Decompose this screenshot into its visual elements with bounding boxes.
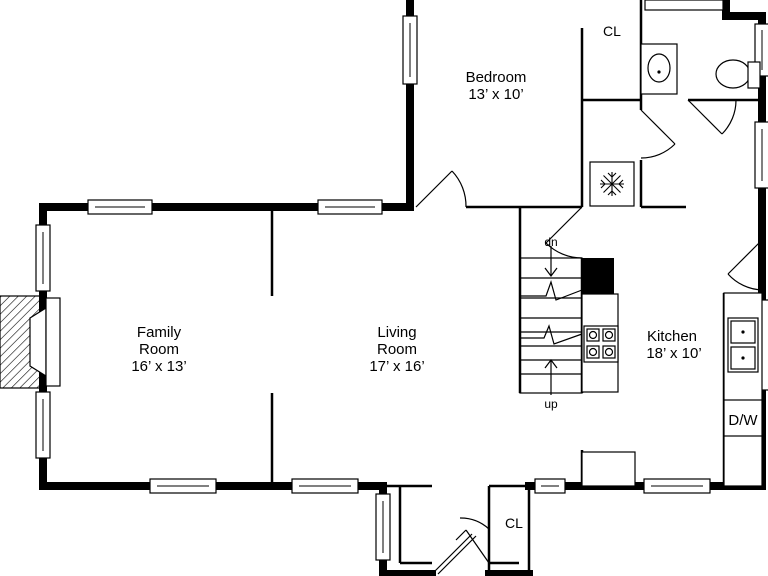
mechanical-unit (589, 161, 635, 207)
bath-fixtures (640, 0, 761, 95)
door-lower-closet (455, 529, 490, 564)
family-room-west-wall (39, 0, 414, 230)
stair-arrow-up-head (544, 359, 558, 369)
toilet-icon (715, 59, 761, 89)
window-living-south (291, 478, 359, 494)
bedroom-name: Bedroom (466, 69, 527, 86)
snowflake-icon (600, 172, 624, 196)
stair-down-label: dn (544, 235, 557, 249)
window-kitchen-south-small (534, 478, 566, 494)
bedroom-size: 13’ x 10’ (468, 86, 523, 103)
room-labels: Bedroom 13’ x 10’ Family Room 16’ x 13’ … (131, 23, 758, 531)
window-family-west-upper (35, 224, 51, 292)
window-living-north (317, 199, 383, 215)
door-bathroom (687, 99, 737, 135)
fireplace (0, 295, 61, 389)
window-bedroom-west (402, 15, 418, 85)
living-room-name-line1: Living (377, 324, 416, 341)
kitchen-name: Kitchen (647, 328, 697, 345)
living-room-name-line2: Room (377, 341, 417, 358)
window-family-south (149, 478, 217, 494)
door-bedroom (415, 170, 467, 208)
bathtub-edge (644, 0, 724, 11)
door-kitchen-east (727, 239, 763, 291)
staircase (519, 246, 583, 395)
closet-lower-label: CL (505, 515, 523, 531)
family-room-name-line1: Family (137, 324, 182, 341)
stair-up-label: up (544, 397, 558, 411)
stair-labels: dn up (544, 235, 558, 411)
bath-sink-icon (647, 53, 671, 83)
stove-burner-icon (586, 328, 616, 359)
window-kitchen-south (643, 478, 711, 494)
sink-icon (727, 317, 759, 373)
stair-break-line-lower (520, 324, 583, 345)
dishwasher-label: D/W (728, 412, 758, 429)
kitchen-fixtures (581, 258, 763, 487)
window-hall-east (754, 121, 768, 189)
refrigerator (582, 258, 614, 294)
stove (583, 325, 619, 363)
counter-south-block (581, 451, 636, 487)
door-front (431, 517, 490, 575)
dishwasher (723, 399, 763, 437)
stair-break-line-upper (520, 280, 583, 301)
window-porch-west (375, 493, 391, 561)
stair-arrow-down-head (544, 267, 558, 277)
family-room-name-line2: Room (139, 341, 179, 358)
south-wall-west (39, 482, 436, 576)
windows (35, 15, 768, 561)
closet-upper-label: CL (603, 23, 621, 39)
door-bedroom-closet (640, 109, 676, 159)
vanity (640, 43, 678, 95)
window-family-west-lower (35, 391, 51, 459)
family-room-size: 16’ x 13’ (131, 358, 186, 375)
living-room-size: 17’ x 16’ (369, 358, 424, 375)
kitchen-size: 18’ x 10’ (646, 345, 701, 362)
window-family-north (87, 199, 153, 215)
doors (415, 99, 763, 575)
